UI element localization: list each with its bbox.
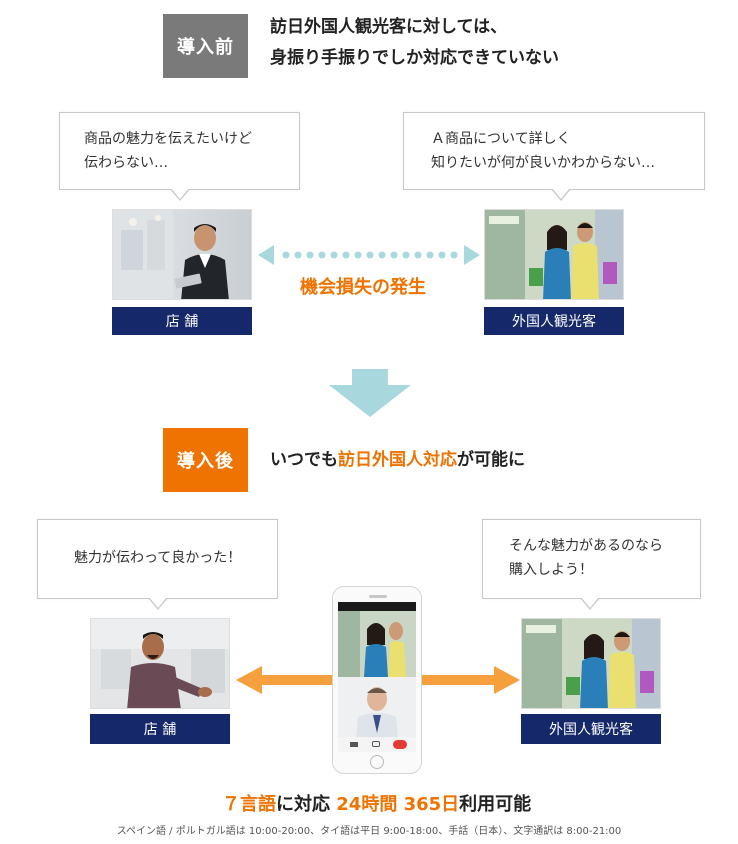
before-tourist-speech-bubble: Ａ商品について詳しく 知りたいが何が良いかわからない… — [403, 112, 705, 201]
before-store-label: 店 舗 — [112, 307, 252, 335]
availability-text1: に対応 — [276, 794, 337, 815]
after-store-label: 店 舗 — [90, 714, 230, 744]
bubble-line: 魅力が伝わって良かった！ — [74, 550, 242, 566]
store-clerk-photo — [112, 209, 252, 300]
left-arrow-icon — [236, 666, 334, 694]
end-call-icon[interactable] — [393, 740, 407, 749]
video-camera-icon[interactable] — [350, 742, 358, 747]
availability-statement: ７言語に対応 24時間 365日利用可能 — [222, 790, 531, 816]
tourist-couple-photo-after — [521, 618, 661, 709]
before-tag: 導入前 — [163, 14, 248, 78]
after-heading: いつでも訪日外国人対応が可能に — [270, 445, 525, 476]
before-store-speech-bubble: 商品の魅力を伝えたいけど 伝わらない… — [59, 112, 300, 201]
bubble-line: そんな魅力があるのなら — [509, 538, 663, 554]
service-hours-footnote: スペイン語 / ポルトガル語は 10:00-20:00、タイ語は平日 9:00-… — [116, 826, 622, 837]
right-arrow-icon — [422, 666, 520, 694]
after-tourist-label: 外国人観光客 — [521, 714, 661, 744]
after-tourist-speech-bubble: そんな魅力があるのなら 購入しよう！ — [482, 519, 701, 610]
home-button-icon[interactable] — [370, 755, 384, 769]
chat-icon[interactable] — [372, 741, 380, 747]
local-operator-video — [338, 677, 416, 737]
call-controls — [338, 737, 416, 752]
bubble-line: Ａ商品について詳しく — [431, 131, 571, 147]
availability-text2: 利用可能 — [459, 794, 532, 815]
bubble-line: 伝わらない… — [84, 155, 168, 171]
opportunity-loss-text: 機会損失の発生 — [300, 277, 426, 298]
dotted-double-arrow — [258, 245, 480, 265]
after-heading-suffix: が可能に — [457, 450, 525, 470]
after-heading-prefix: いつでも — [270, 450, 338, 470]
bubble-line: 知りたいが何が良いかわからない… — [431, 155, 655, 171]
languages-highlight: ７言語 — [222, 794, 276, 815]
bubble-line: 商品の魅力を伝えたいけど — [84, 131, 252, 147]
phone-screen — [338, 602, 416, 752]
hours-highlight: 24時間 365日 — [336, 794, 460, 815]
smiling-clerk-photo — [90, 618, 230, 709]
down-arrow-icon — [329, 369, 411, 417]
before-heading-line1: 訪日外国人観光客に対しては、 — [270, 17, 508, 37]
phone-speaker — [369, 595, 387, 598]
smartphone-video-call — [332, 586, 422, 774]
tourist-couple-photo — [484, 209, 624, 300]
after-store-speech-bubble: 魅力が伝わって良かった！ — [37, 519, 278, 610]
before-tourist-label: 外国人観光客 — [484, 307, 624, 335]
after-tag: 導入後 — [163, 428, 248, 492]
before-heading-line2: 身振り手振りでしか対応できていない — [270, 48, 559, 68]
bubble-line: 購入しよう！ — [509, 562, 593, 578]
remote-tourist-video — [338, 611, 416, 677]
after-heading-highlight: 訪日外国人対応 — [338, 450, 457, 470]
